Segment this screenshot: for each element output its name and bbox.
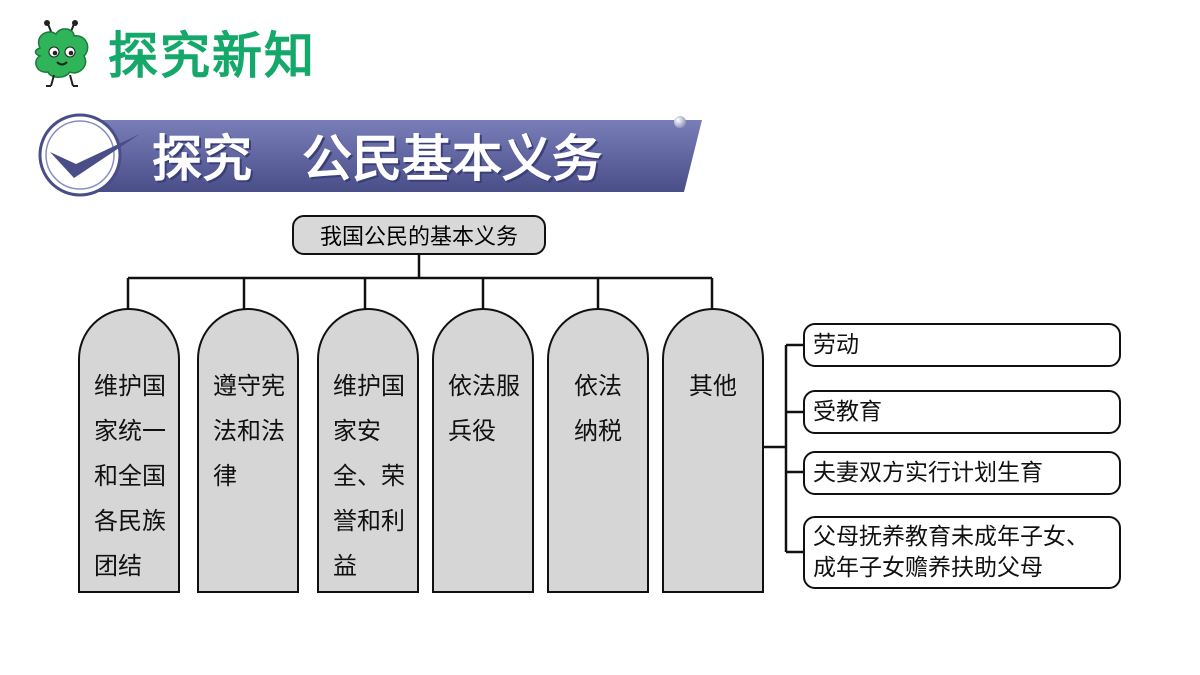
other-duty-education: 受教育 [803, 390, 1121, 434]
checkmark-badge-icon [38, 113, 140, 197]
root-node: 我国公民的基本义务 [292, 215, 546, 255]
pillar-military-service: 依法服兵役 [432, 308, 534, 593]
other-duty-label: 夫妻双方实行计划生育 [813, 459, 1043, 486]
pillar-obey-law: 遵守宪法和法律 [197, 308, 299, 593]
other-duty-label: 父母抚养教育未成年子女、成年子女赡养扶助父母 [813, 523, 1089, 581]
other-duty-labor: 劳动 [803, 323, 1121, 367]
other-duty-family-planning: 夫妻双方实行计划生育 [803, 451, 1121, 495]
pillar-pay-taxes: 依法纳税 [547, 308, 649, 593]
banner-title: 探究 公民基本义务 [152, 130, 602, 188]
banner [38, 113, 702, 197]
other-duty-label: 劳动 [813, 331, 859, 358]
pillar-national-security: 维护国家安全、荣誉和利益 [317, 308, 419, 593]
other-duty-parents-children: 父母抚养教育未成年子女、成年子女赡养扶助父母 [803, 516, 1121, 589]
mascot-icon [34, 20, 89, 87]
banner-band [84, 120, 702, 192]
pillar-others: 其他 [662, 308, 764, 593]
section-title: 探究新知 [108, 27, 316, 85]
pillar-national-unity: 维护国家统一和全国各民族团结 [78, 308, 180, 593]
other-duty-label: 受教育 [813, 398, 882, 425]
